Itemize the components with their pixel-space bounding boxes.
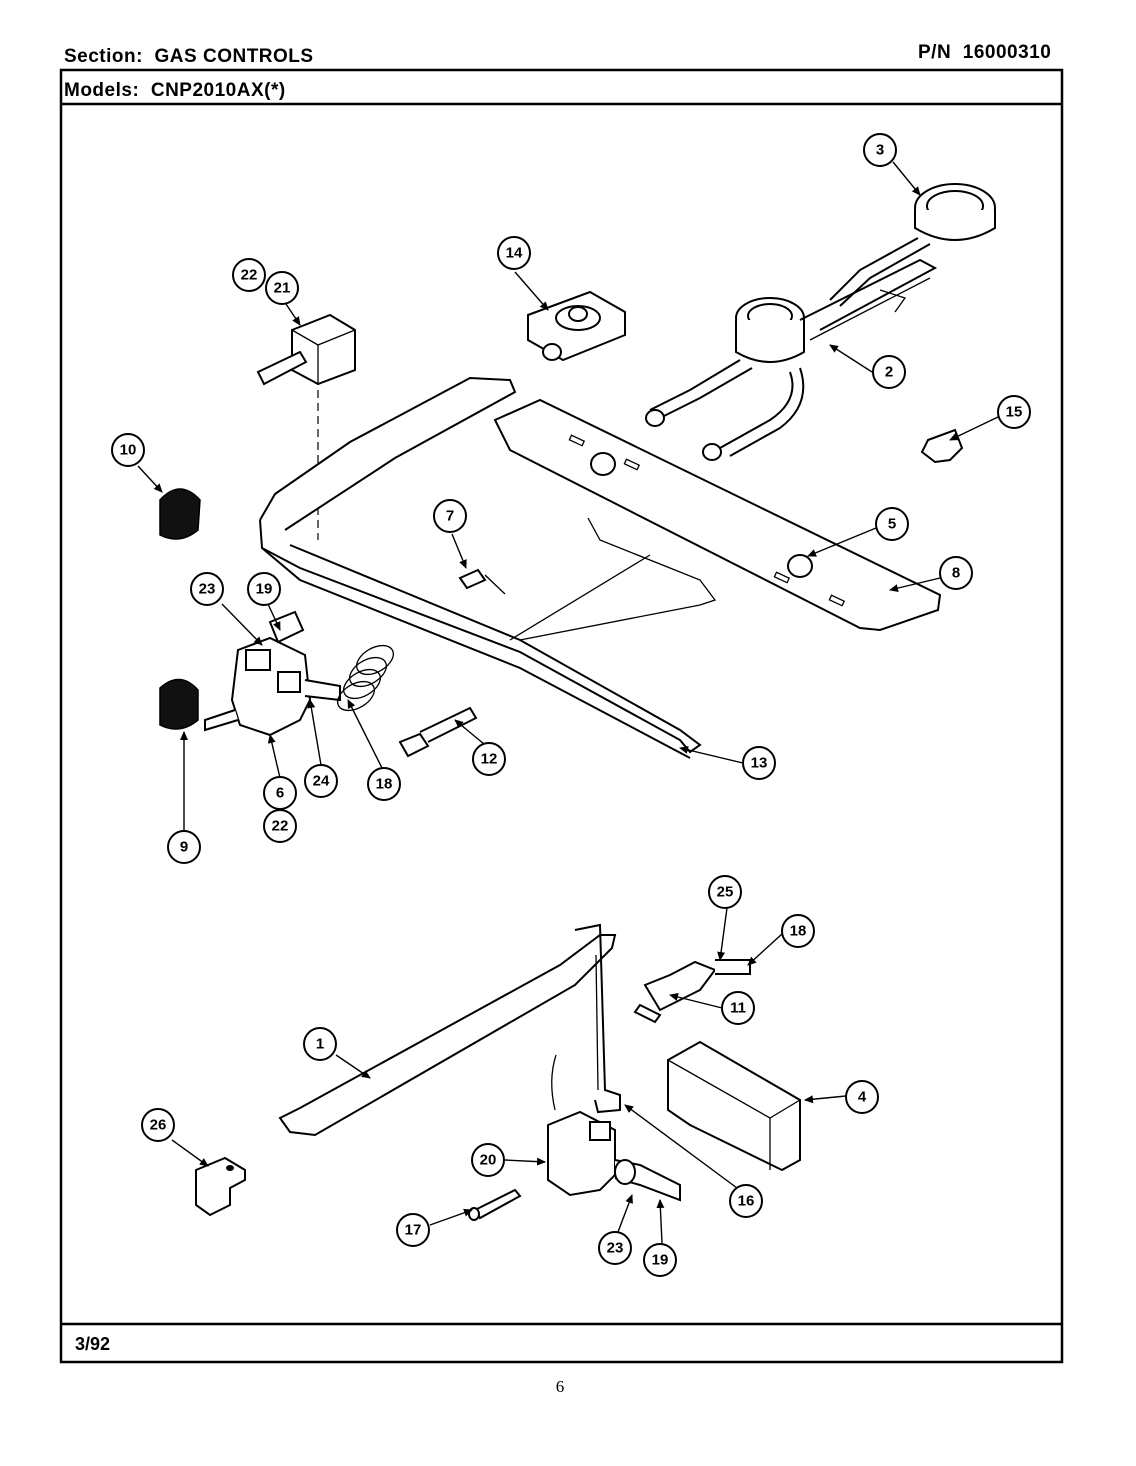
callout-2: 2 xyxy=(885,364,893,381)
callout-21: 21 xyxy=(274,280,291,297)
manifold-pipe xyxy=(259,376,702,759)
diagram-frame xyxy=(59,68,1064,1364)
callout-20: 20 xyxy=(480,1152,497,1169)
callout-16: 16 xyxy=(738,1193,755,1210)
callout-17: 17 xyxy=(405,1222,422,1239)
control-knob-10 xyxy=(159,488,201,540)
callout-25: 25 xyxy=(717,884,734,901)
mounting-bracket-4 xyxy=(667,1040,801,1172)
oven-burner-tube xyxy=(278,923,621,1137)
orifice-fitting xyxy=(458,568,506,595)
callout-14: 14 xyxy=(506,245,523,262)
callout-19-lower: 19 xyxy=(652,1252,669,1269)
callout-23: 23 xyxy=(199,581,216,598)
callout-13: 13 xyxy=(751,755,768,772)
small-burner xyxy=(645,297,805,461)
part-number-value: 16000310 xyxy=(962,42,1052,63)
callout-11: 11 xyxy=(730,1000,746,1017)
callout-22-lower: 22 xyxy=(272,818,289,835)
callout-24: 24 xyxy=(313,773,330,790)
spring-clip xyxy=(920,428,964,464)
page-number: 6 xyxy=(556,1377,565,1396)
oven-gas-valve xyxy=(547,1054,681,1202)
screw-17 xyxy=(468,1188,522,1221)
callout-1: 1 xyxy=(316,1036,324,1053)
valve-cap-part xyxy=(527,290,626,362)
control-knob-9 xyxy=(159,678,199,730)
burner-support-bracket xyxy=(493,398,942,632)
callout-6: 6 xyxy=(276,785,284,802)
callout-23-lower: 23 xyxy=(607,1240,624,1257)
callout-4: 4 xyxy=(858,1089,867,1106)
callout-12: 12 xyxy=(481,751,498,768)
callout-18: 18 xyxy=(376,776,393,793)
section-label: Section: GAS CONTROLS xyxy=(64,46,314,67)
callout-8: 8 xyxy=(952,565,960,582)
fitting-12 xyxy=(398,706,478,758)
coil-spring xyxy=(337,644,394,712)
callout-7: 7 xyxy=(446,508,454,525)
callout-9: 9 xyxy=(180,839,188,856)
callout-15: 15 xyxy=(1006,404,1023,421)
footer-date: 3/92 xyxy=(75,1334,110,1354)
thermocouple-line xyxy=(519,517,717,641)
callout-5: 5 xyxy=(888,516,896,533)
callout-26: 26 xyxy=(150,1117,167,1134)
callout-3: 3 xyxy=(876,142,884,159)
callout-18-lower: 18 xyxy=(790,923,807,940)
mounting-bracket-26 xyxy=(195,1156,246,1217)
callout-10: 10 xyxy=(120,442,137,459)
section-value: GAS CONTROLS xyxy=(154,46,314,67)
callout-22: 22 xyxy=(241,267,258,284)
part-number: P/N 16000310 xyxy=(918,42,1052,63)
left-gas-valve xyxy=(204,610,341,737)
ignitor-assembly xyxy=(633,959,751,1024)
large-burner xyxy=(829,183,996,307)
callout-19: 19 xyxy=(256,581,273,598)
models-value: CNP2010AX(*) xyxy=(150,80,286,101)
models-label: Models: CNP2010AX(*) xyxy=(64,80,286,101)
ignition-switch xyxy=(256,313,356,540)
burner-rail xyxy=(799,258,938,341)
